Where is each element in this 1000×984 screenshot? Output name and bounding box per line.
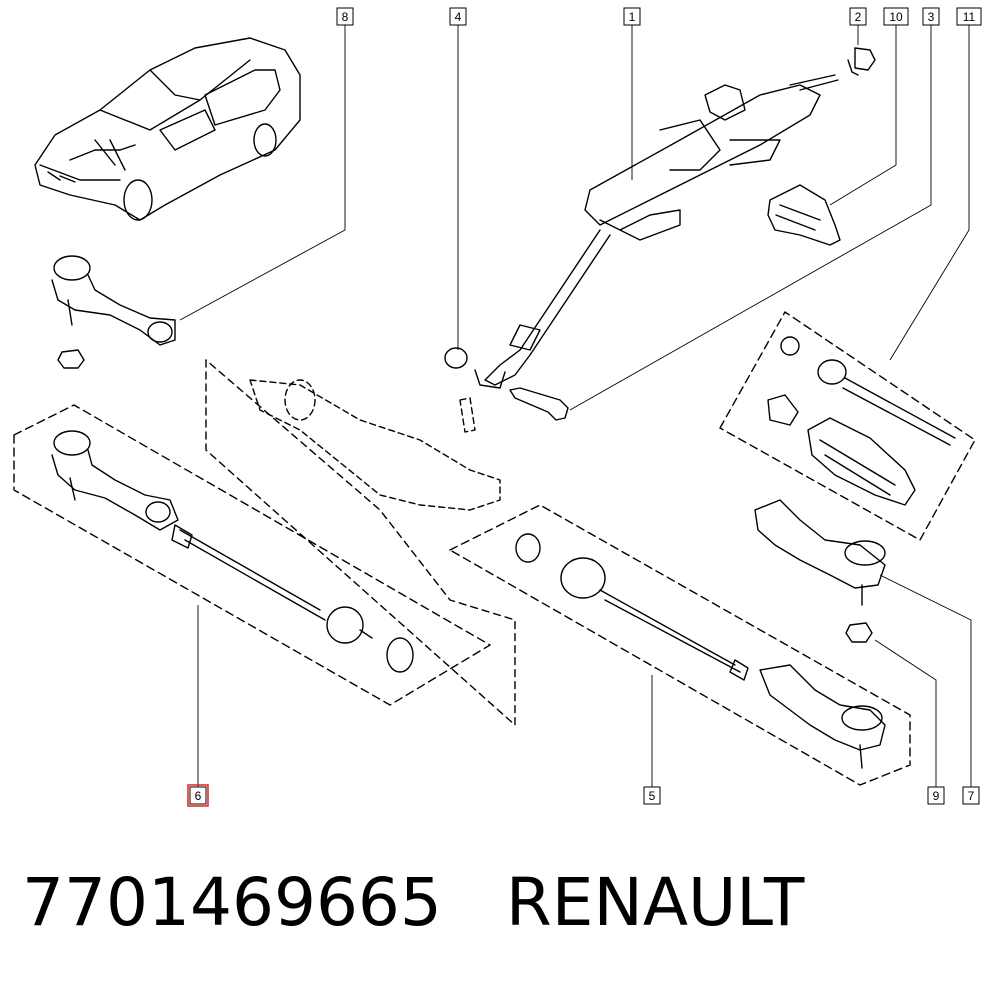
brand-name: RENAULT — [505, 864, 805, 941]
tie-rod-end-part-7 — [754, 499, 886, 606]
svg-text:1: 1 — [629, 10, 636, 24]
nut-left — [57, 349, 85, 369]
pin-part-3 — [509, 387, 569, 421]
rack-body — [249, 379, 501, 511]
callout-10: 10 — [883, 7, 909, 26]
callout-9: 9 — [927, 786, 945, 805]
svg-text:6: 6 — [195, 789, 202, 803]
callout-8: 8 — [336, 7, 354, 26]
svg-text:5: 5 — [649, 789, 656, 803]
svg-text:10: 10 — [889, 10, 903, 24]
svg-text:2: 2 — [855, 10, 862, 24]
bracket-part-10 — [767, 184, 841, 246]
tie-rod-end-part-8 — [51, 255, 176, 346]
car-illustration — [34, 37, 301, 221]
leader-lines — [179, 25, 972, 787]
part-number: 7701469665 — [22, 864, 442, 941]
nut-part-9 — [845, 622, 873, 643]
bolt-part-2 — [847, 47, 876, 76]
group-part-5 — [449, 504, 911, 786]
callout-7: 7 — [962, 786, 980, 805]
group-part-11 — [719, 311, 976, 541]
callout-2: 2 — [849, 7, 867, 26]
svg-text:8: 8 — [342, 10, 349, 24]
callout-1: 1 — [623, 7, 641, 26]
steering-column — [474, 74, 839, 389]
svg-text:11: 11 — [963, 10, 976, 24]
callout-11: 11 — [956, 7, 982, 26]
bush-part-4 — [444, 347, 468, 369]
part-info-footer: 7701469665 RENAULT — [22, 858, 804, 948]
callout-5: 5 — [643, 786, 661, 805]
svg-text:9: 9 — [933, 789, 940, 803]
callout-3: 3 — [922, 7, 940, 26]
svg-text:3: 3 — [928, 10, 935, 24]
group-part-6 — [13, 404, 491, 706]
callout-4: 4 — [449, 7, 467, 26]
svg-text:4: 4 — [455, 10, 462, 24]
callout-6[interactable]: 6 — [187, 784, 209, 807]
rack-housing — [205, 359, 516, 726]
svg-text:7: 7 — [968, 789, 975, 803]
